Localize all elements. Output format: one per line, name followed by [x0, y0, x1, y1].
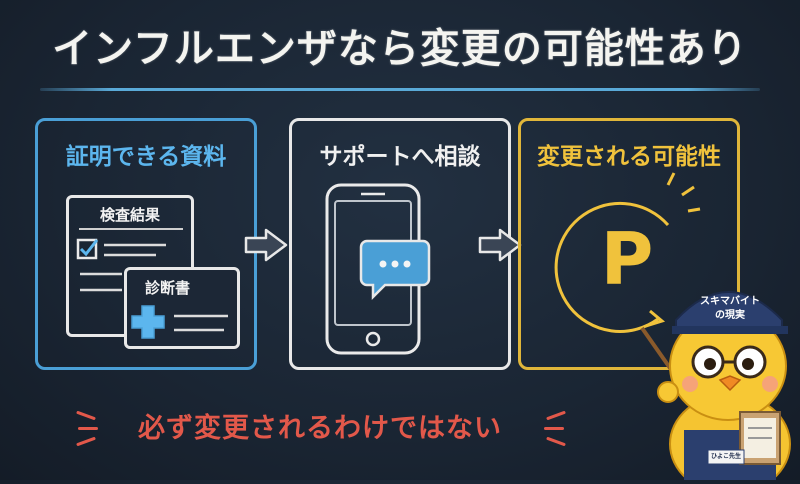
parking-letter: P: [600, 217, 654, 301]
arrow-right-icon-1: [244, 228, 288, 262]
arrow-right-icon-2: [478, 228, 522, 262]
doc-title: 検査結果: [99, 206, 160, 224]
panel-possibility: 変更される可能性 P: [518, 118, 740, 370]
chick-mascot: スキマバイト の現実 ひよこ先生: [632, 262, 800, 484]
checklist-icon: [76, 238, 166, 292]
page-title: インフルエンザなら変更の可能性あり: [52, 26, 748, 72]
panel-title-possibility: 変更される可能性: [537, 144, 721, 170]
cap-text-2: の現実: [715, 310, 745, 321]
accent-tick: [544, 427, 564, 430]
cert-title: 診断書: [145, 279, 191, 297]
panel-title-documents: 証明できる資料: [65, 144, 227, 170]
notice-text: 必ず変更されるわけではない: [138, 413, 502, 444]
cap-text-1: スキマバイト: [700, 296, 760, 307]
smartphone-chat-icon: [325, 183, 431, 355]
medical-certificate: 診断書: [124, 267, 240, 349]
accent-tick: [78, 427, 98, 430]
medical-cross-icon: [131, 305, 228, 339]
title-underline: [40, 88, 760, 91]
doc-divider: [79, 228, 183, 230]
panel-documents: 証明できる資料 検査結果 診断書: [35, 118, 257, 370]
chick-illustration: [640, 291, 791, 484]
panel-title-support: サポートへ相談: [319, 144, 481, 170]
name-badge: ひよこ先生: [710, 453, 741, 460]
parking-icon: [554, 172, 701, 333]
